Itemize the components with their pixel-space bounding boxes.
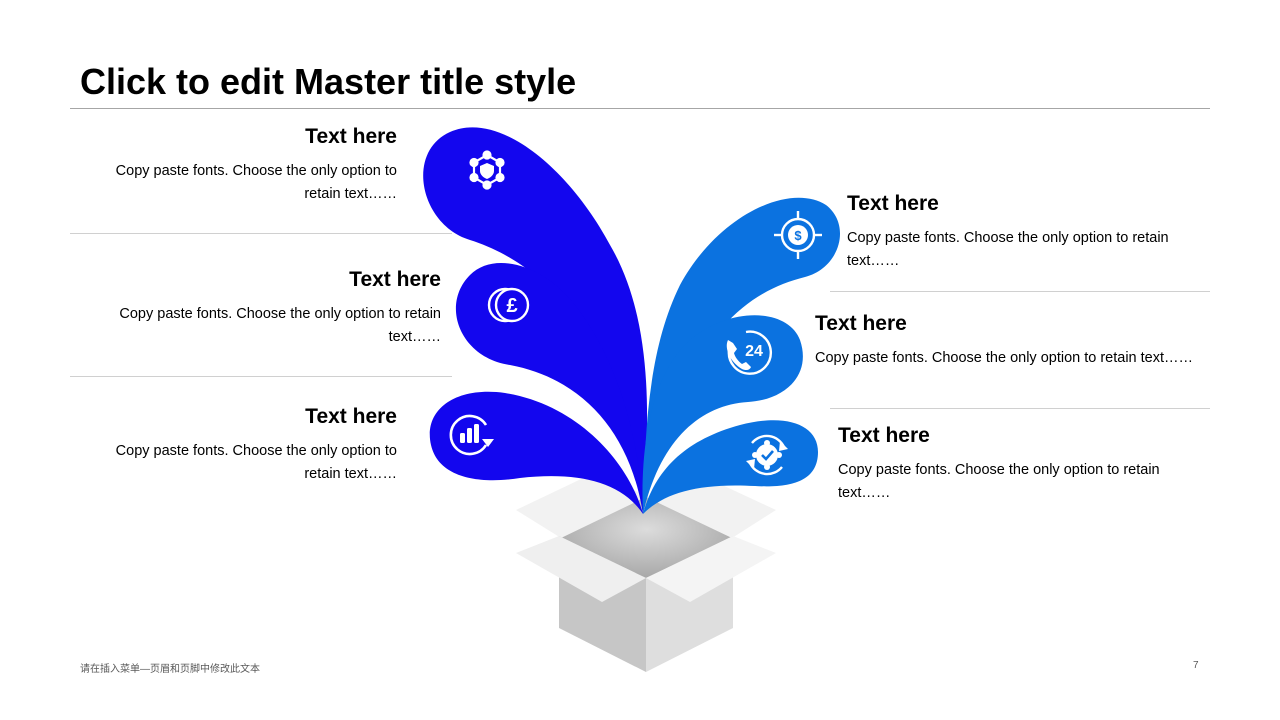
dollar-target-icon: $ — [774, 211, 822, 259]
box-front-flap-left — [516, 536, 646, 602]
left-divider-2 — [70, 376, 452, 377]
svg-text:£: £ — [506, 295, 517, 317]
block-body: Copy paste fonts. Choose the only option… — [115, 163, 397, 202]
petal-shield — [423, 127, 648, 514]
text-block-4: Text here Copy paste fonts. Choose the o… — [847, 191, 1192, 273]
footer-text: 请在插入菜单—页眉和页脚中修改此文本 — [80, 664, 260, 675]
right-divider-2 — [830, 408, 1210, 409]
left-divider-1 — [70, 233, 452, 234]
text-block-6: Text here Copy paste fonts. Choose the o… — [838, 423, 1183, 505]
shield-network-icon — [469, 150, 505, 190]
right-divider-1 — [830, 291, 1210, 292]
block-heading: Text here — [305, 405, 397, 428]
petal-phone — [642, 315, 803, 514]
block-body: Copy paste fonts. Choose the only option… — [115, 443, 397, 482]
phone-24-icon: 24 — [726, 330, 773, 375]
box-front-flap-right — [646, 536, 776, 602]
block-body: Copy paste fonts. Choose the only option… — [815, 350, 1194, 366]
block-body: Copy paste fonts. Choose the only option… — [119, 306, 441, 345]
right-petals — [642, 197, 841, 514]
left-petals — [423, 127, 648, 514]
pound-coin-icon: £ — [487, 287, 530, 323]
page-number: 7 — [1193, 660, 1199, 671]
text-block-5: Text here Copy paste fonts. Choose the o… — [815, 311, 1205, 370]
block-heading: Text here — [349, 268, 441, 291]
block-heading: Text here — [847, 192, 939, 215]
text-block-2: Text here Copy paste fonts. Choose the o… — [110, 267, 441, 349]
block-body: Copy paste fonts. Choose the only option… — [838, 462, 1160, 501]
block-heading: Text here — [838, 424, 930, 447]
block-heading: Text here — [815, 312, 907, 335]
text-block-1: Text here Copy paste fonts. Choose the o… — [100, 124, 397, 206]
slide-title: Click to edit Master title style — [80, 61, 577, 102]
text-block-3: Text here Copy paste fonts. Choose the o… — [100, 404, 397, 486]
gear-check-icon — [746, 434, 788, 476]
petal-dollar-target — [643, 197, 841, 514]
title-divider — [70, 108, 1210, 109]
bar-chart-refresh-icon — [449, 414, 494, 456]
badge-24: 24 — [745, 343, 763, 360]
petal-pound — [455, 262, 643, 514]
svg-text:$: $ — [794, 228, 802, 243]
block-heading: Text here — [305, 125, 397, 148]
block-body: Copy paste fonts. Choose the only option… — [847, 230, 1169, 269]
petal-gear — [643, 420, 818, 514]
